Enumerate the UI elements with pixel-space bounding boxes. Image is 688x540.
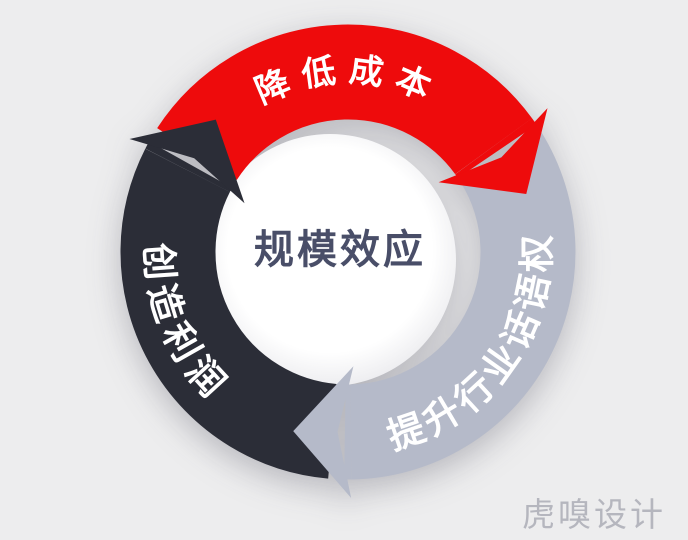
- inner-disc: [204, 134, 456, 386]
- cycle-ring: [120, 24, 576, 498]
- arrow-reduce-cost-head: [438, 108, 548, 195]
- arrow-create-profit-head: [129, 119, 245, 204]
- arrow-create-profit-band: [120, 148, 338, 479]
- center-label: 规模效应: [254, 228, 426, 272]
- watermark: 虎嗅设计: [522, 496, 666, 533]
- arrow-industry-voice-band: [349, 131, 576, 480]
